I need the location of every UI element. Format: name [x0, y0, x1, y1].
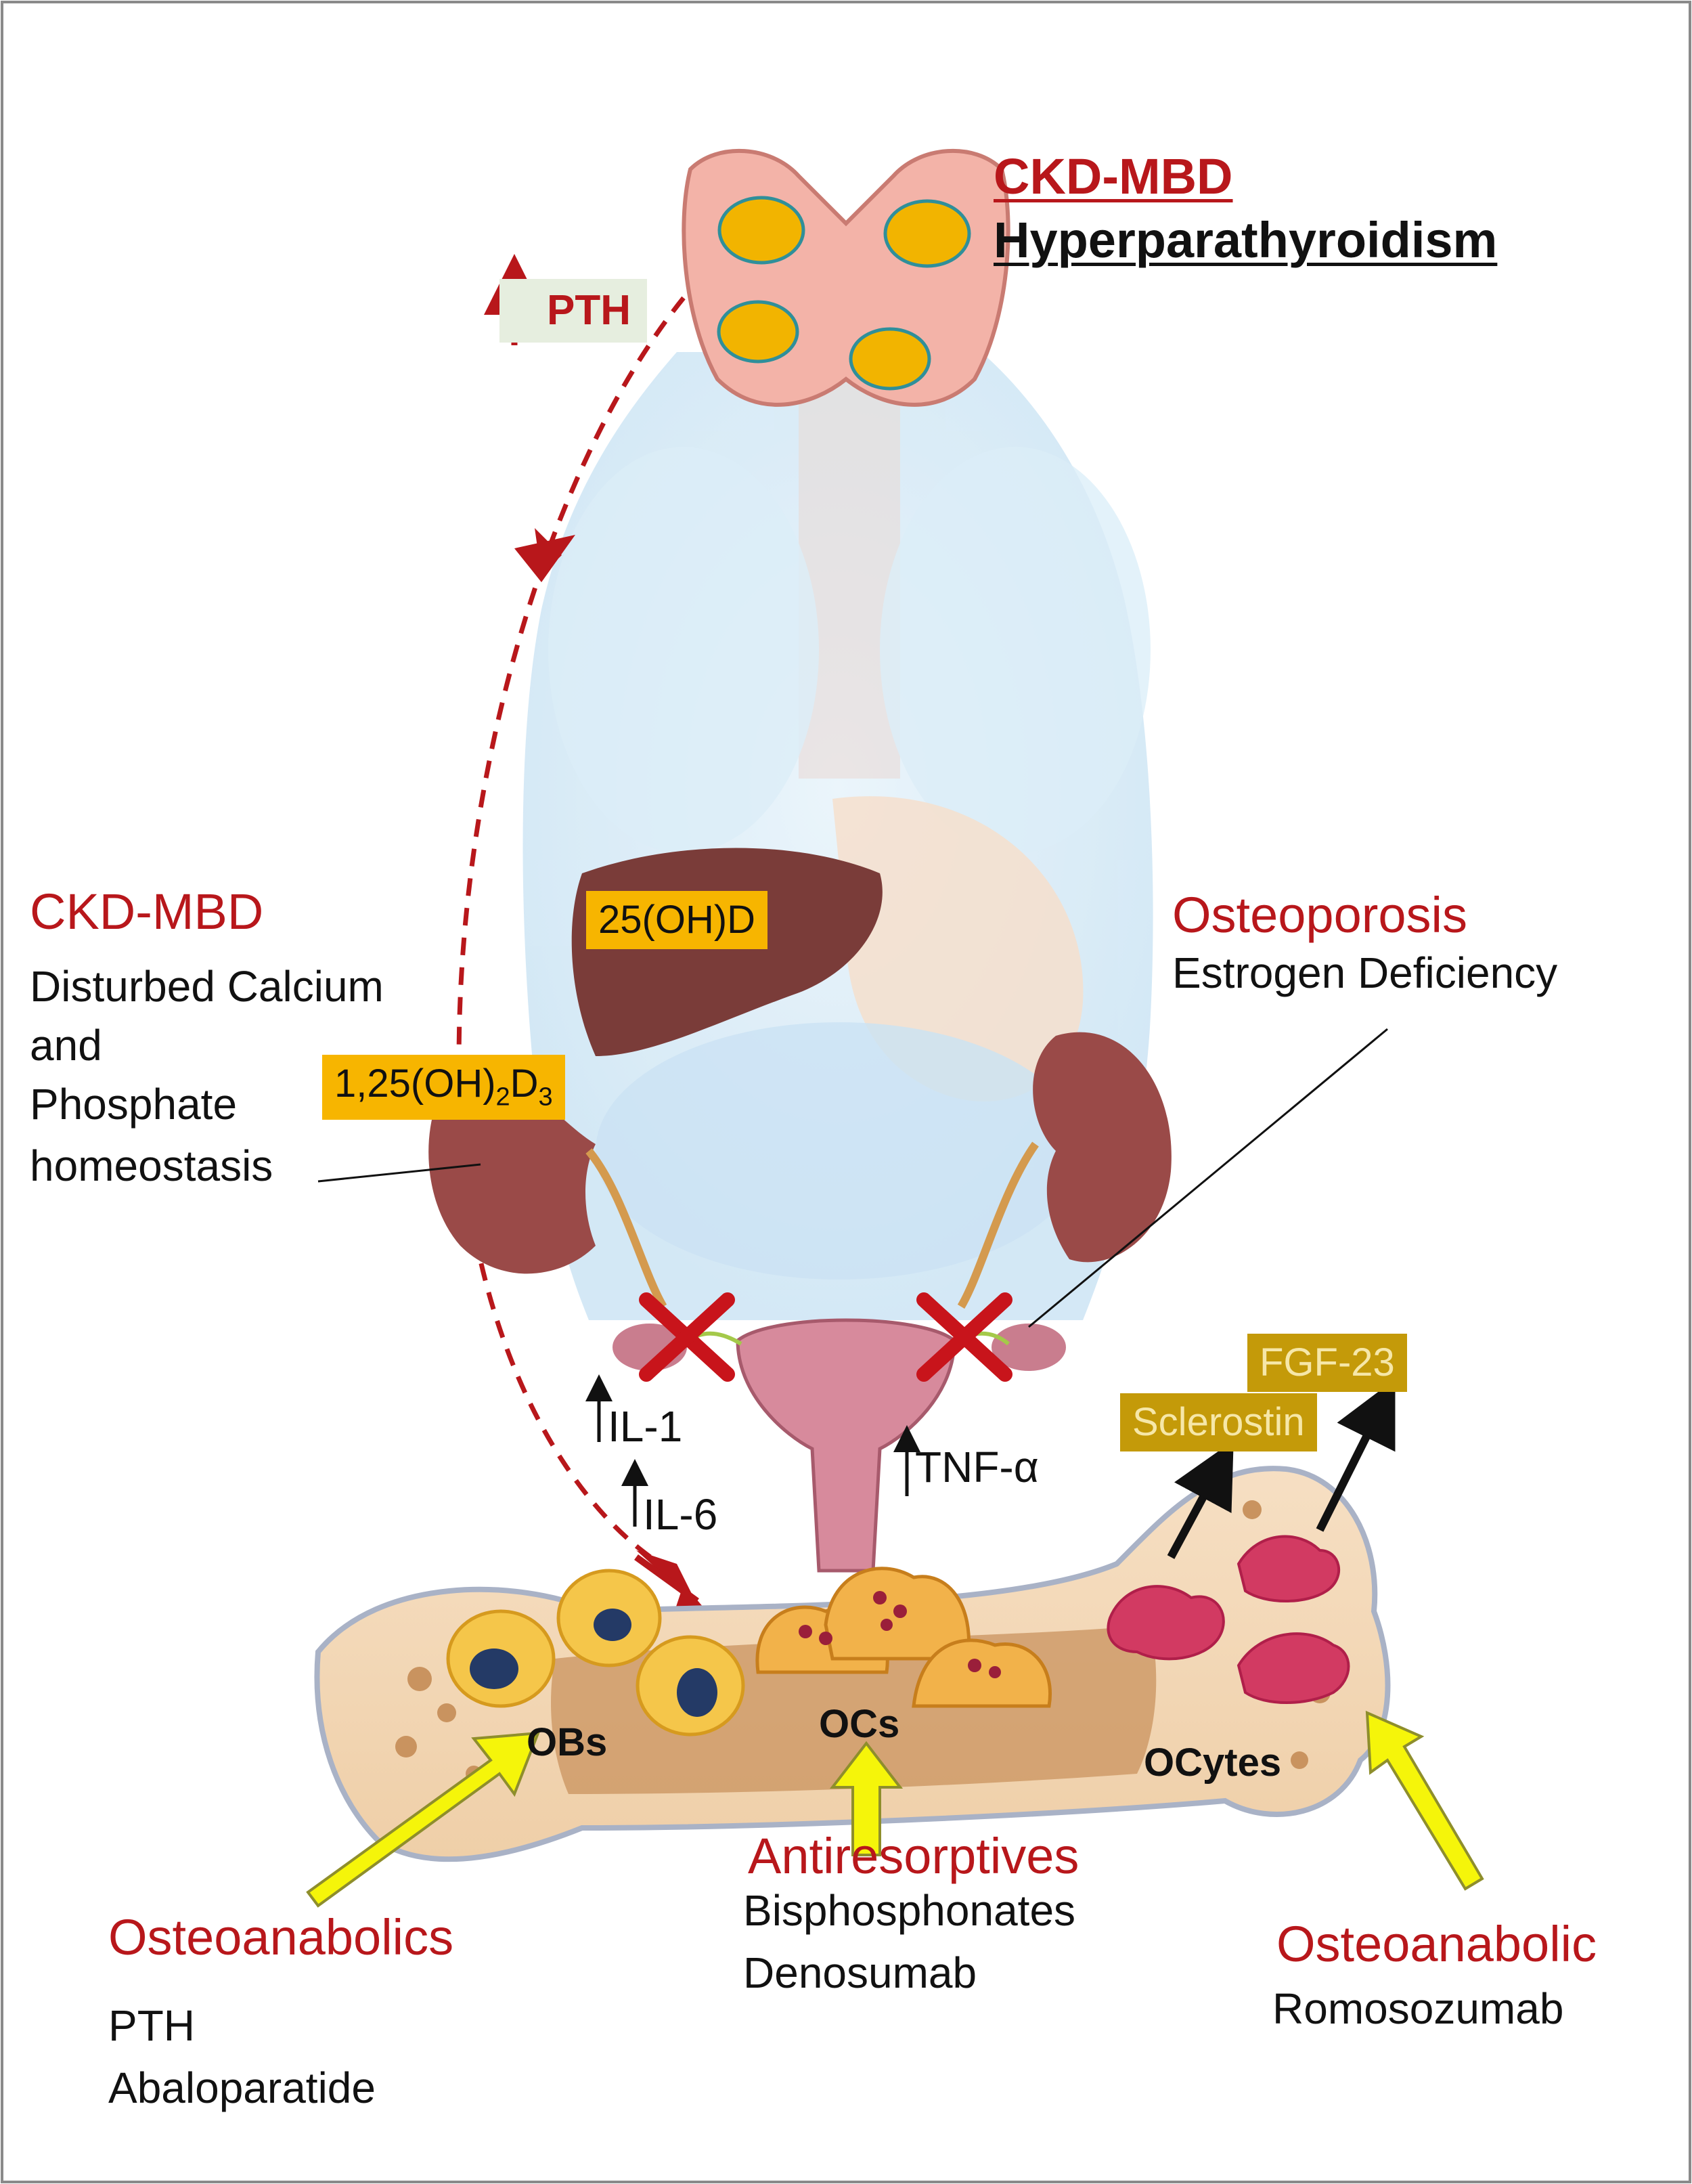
stomach	[832, 796, 1084, 1101]
cytokine-il1: IL-1	[608, 1402, 683, 1451]
liver-vitamin-d-tag: 25(OH)D	[586, 891, 768, 949]
lung-right	[880, 447, 1151, 853]
yellow-arrow-ocytes	[1365, 1710, 1484, 1891]
parathyroid-2	[883, 199, 971, 268]
thyroid-gland	[682, 148, 1010, 407]
parathyroid-4	[849, 327, 931, 391]
title-hyperparathyroidism: Hyperparathyroidism	[994, 212, 1498, 268]
therapy-right-line-1: Romosozumab	[1272, 1984, 1564, 2033]
cell-label-obs: OBs	[527, 1720, 608, 1764]
intestines	[596, 1022, 1083, 1280]
cytokine-il6: IL-6	[643, 1490, 718, 1539]
cytokine-tnf: TNF-α	[915, 1443, 1039, 1491]
therapy-left-line-1: PTH	[108, 2001, 195, 2050]
yellow-arrow-obs	[306, 1731, 541, 1908]
osteoblasts	[446, 1569, 745, 1737]
left-line-3: Phosphate	[30, 1080, 238, 1129]
right-line: Estrogen Deficiency	[1172, 948, 1558, 997]
kidney-vitamin-d-tag: 1,25(OH)2D3	[322, 1055, 565, 1120]
right-heading: Osteoporosis	[1172, 887, 1467, 943]
leader-line-kidney	[317, 1163, 481, 1183]
parathyroid-3	[717, 300, 799, 364]
arrow-to-fgf23	[1316, 1379, 1396, 1532]
parathyroid-1	[717, 196, 805, 265]
osteoclasts	[755, 1567, 1052, 1708]
left-heading: CKD-MBD	[30, 883, 264, 940]
pth-tag: PTH	[499, 279, 647, 343]
lung-left	[548, 447, 819, 853]
therapy-center-heading: Antiresorptives	[748, 1828, 1079, 1884]
therapy-center-line-2: Denosumab	[743, 1948, 977, 1997]
sclerostin-tag: Sclerostin	[1120, 1393, 1317, 1451]
ureter-right	[957, 1141, 1039, 1309]
cross-right	[916, 1292, 1012, 1382]
therapy-center-line-1: Bisphosphonates	[743, 1886, 1076, 1935]
cross-left	[639, 1292, 735, 1382]
ovary-right	[992, 1324, 1066, 1371]
arrow-to-sclerostin	[1167, 1440, 1234, 1559]
cell-label-ocs: OCs	[819, 1702, 900, 1746]
therapy-left-heading: Osteoanabolics	[108, 1909, 454, 1965]
therapy-right-heading: Osteoanabolic	[1276, 1916, 1597, 1972]
leader-line-ovary	[1028, 1028, 1388, 1328]
esophagus	[799, 379, 900, 779]
left-line-2: and	[30, 1021, 102, 1070]
cell-label-ocytes: OCytes	[1144, 1741, 1282, 1785]
left-line-4: homeostasis	[30, 1141, 273, 1190]
left-line-1: Disturbed Calcium	[30, 962, 384, 1011]
torso-silhouette	[522, 352, 1153, 1320]
therapy-left-line-2: Abaloparatide	[108, 2063, 376, 2112]
yellow-arrow-ocs	[829, 1741, 904, 1856]
pth-arc-arrowhead-upper	[514, 528, 575, 582]
kidney-right	[1033, 1032, 1172, 1263]
fgf23-tag: FGF-23	[1247, 1334, 1407, 1392]
ureter-left	[585, 1148, 667, 1309]
pth-arc-arrow	[456, 296, 686, 1580]
title-ckd-mbd: CKD-MBD	[994, 148, 1233, 204]
osteocytes	[1107, 1535, 1350, 1704]
